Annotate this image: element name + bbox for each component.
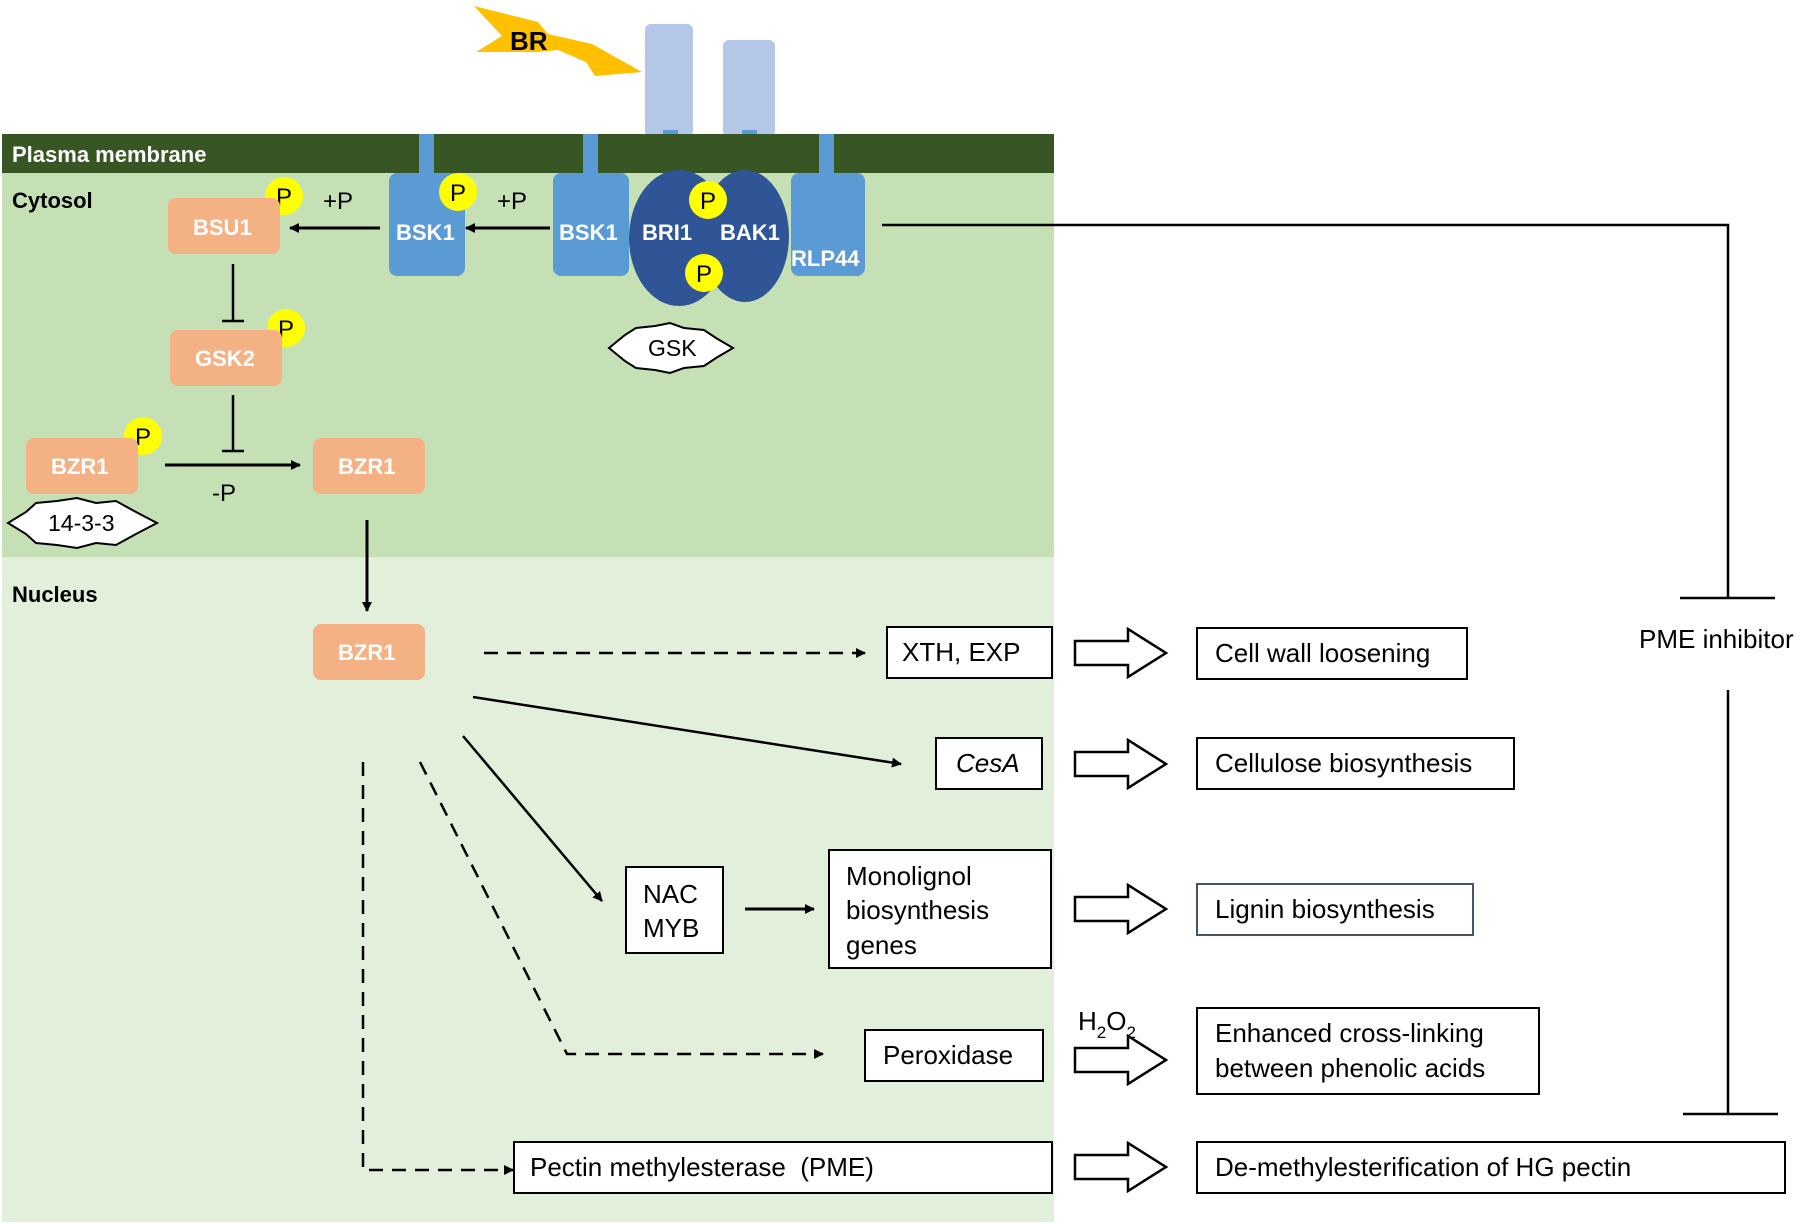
peroxidase-label: Peroxidase	[883, 1040, 1013, 1070]
rlp44-label: RLP44	[791, 246, 860, 271]
svg-text:P: P	[276, 184, 292, 211]
hollow-arrow-cell-wall	[1073, 626, 1169, 680]
demethylesterification-box	[1196, 1141, 1786, 1194]
cross-linking-box	[1196, 1007, 1540, 1095]
cellulose-biosynthesis-label: Cellulose biosynthesis	[1215, 748, 1472, 778]
peroxidase-box	[864, 1029, 1044, 1082]
phospho-bsk1: P	[439, 173, 477, 211]
br-ligand-bolt	[474, 6, 642, 76]
pme-box	[513, 1141, 1053, 1194]
bak1-label: BAK1	[720, 220, 780, 245]
plasma-membrane-label: Plasma membrane	[12, 142, 206, 167]
br-ligand-label: BR	[510, 26, 548, 56]
hollow-arrow-cross-linking	[1073, 1033, 1169, 1087]
bsk1-bound-label: BSK1	[559, 220, 618, 245]
svg-text:P: P	[700, 188, 716, 215]
bri1-extracellular-domain	[645, 24, 693, 137]
monolignol-label-line-1: Monolignol	[846, 861, 972, 891]
nuclear-bzr1-label: BZR1	[338, 640, 395, 665]
bzr1-phosphorylated-label: BZR1	[51, 454, 108, 479]
bri1-label: BRI1	[642, 220, 692, 245]
bsk1-free-anchor	[419, 134, 434, 182]
gsk2-label: GSK2	[195, 346, 255, 371]
gsk-label: GSK	[648, 335, 697, 361]
plus-p-label-left: +P	[323, 188, 353, 215]
bsu1-protein	[168, 198, 280, 254]
nac-myb-box	[625, 866, 724, 954]
phospho-bri1-top: P	[689, 181, 727, 219]
cross-linking-label-line-2: between phenolic acids	[1215, 1053, 1485, 1083]
cell-wall-loosening-label: Cell wall loosening	[1215, 638, 1430, 668]
protein-1433-label: 14-3-3	[48, 510, 114, 536]
monolignol-label-line-2: biosynthesis	[846, 895, 989, 925]
rlp44	[791, 173, 865, 276]
plasma-membrane	[2, 134, 1054, 173]
lignin-biosynthesis-box	[1196, 883, 1474, 936]
svg-text:P: P	[696, 261, 712, 288]
inhibit-bsu1-gsk2	[222, 264, 244, 323]
demethylesterification-label: De-methylesterification of HG pectin	[1215, 1152, 1631, 1182]
minus-p-label: -P	[212, 480, 236, 507]
cross-linking-label-line-1: Enhanced cross-linking	[1215, 1018, 1484, 1048]
hollow-arrow-demethylesterification	[1073, 1140, 1169, 1194]
gsk2-protein	[170, 330, 282, 386]
bsk1-free-label: BSK1	[396, 220, 455, 245]
cesa-box	[935, 737, 1043, 790]
bsk1-bound-anchor	[583, 134, 598, 182]
cell-wall-loosening-box	[1196, 627, 1468, 680]
bzr1-dephosphorylated	[313, 438, 425, 494]
arrow-bzr1-to-cesa	[472, 695, 902, 768]
cesa-label: CesA	[956, 748, 1020, 778]
hollow-arrow-lignin	[1073, 882, 1169, 936]
pme-inhibitor-label: PME inhibitor	[1639, 624, 1794, 654]
arrow-bzr1-to-nac-myb	[462, 735, 603, 902]
rlp44-anchor	[819, 134, 834, 182]
svg-text:P: P	[278, 316, 294, 343]
svg-text:P: P	[450, 180, 466, 207]
lignin-biosynthesis-label: Lignin biosynthesis	[1215, 894, 1435, 924]
svg-text:P: P	[135, 424, 151, 451]
arrow-bzr1-to-peroxidase	[418, 761, 824, 1059]
bzr1-phosphorylated	[26, 438, 138, 494]
gsk-star	[607, 321, 735, 375]
hollow-arrow-cellulose	[1073, 737, 1169, 791]
monolignol-label-line-3: genes	[846, 930, 917, 960]
arrow-bzr1-to-pme	[361, 762, 514, 1175]
pme-label: Pectin methylesterase (PME)	[530, 1152, 874, 1182]
bzr1-dephosphorylated-label: BZR1	[338, 454, 395, 479]
cellulose-biosynthesis-box	[1196, 737, 1515, 790]
cytosol-label: Cytosol	[12, 188, 93, 213]
protein-1433-star	[6, 496, 160, 550]
xth-exp-label: XTH, EXP	[902, 637, 1020, 667]
nuclear-bzr1	[313, 624, 425, 680]
h2o2-label: H2O2	[1078, 1006, 1136, 1042]
bsk1-bound	[553, 173, 629, 276]
monolignol-box	[828, 849, 1052, 969]
xth-exp-box	[886, 626, 1053, 679]
rlp44-inhibition-line	[882, 223, 1730, 598]
phospho-bri1-bottom: P	[685, 254, 723, 292]
myb-label: MYB	[643, 913, 699, 943]
inhibit-gsk2-dephosphorylation	[222, 395, 244, 453]
nucleus-label: Nucleus	[12, 582, 98, 607]
nac-label: NAC	[643, 879, 698, 909]
bak1-extracellular-domain	[723, 40, 775, 137]
bsu1-label: BSU1	[193, 215, 252, 240]
plus-p-label-right: +P	[497, 188, 527, 215]
